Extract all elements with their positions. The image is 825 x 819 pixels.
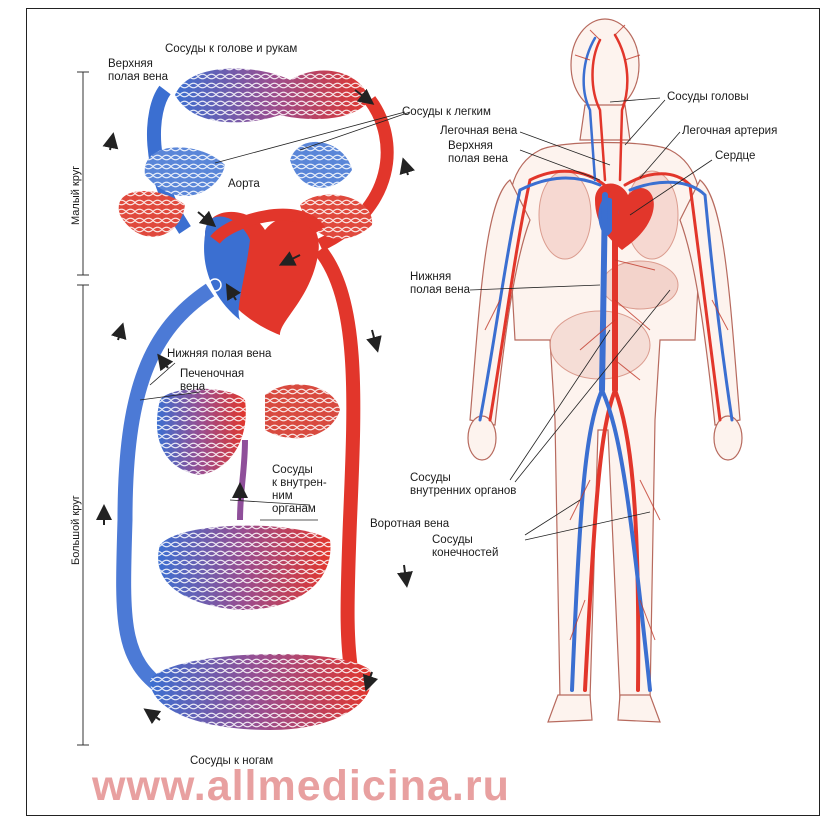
label-head-vessels: Сосуды головы: [667, 91, 749, 103]
label-inferior-vena-cava-left: Нижняя полая вена: [167, 348, 272, 360]
heart-schematic: [193, 212, 320, 335]
label-head-arm-vessels: Сосуды к голове и рукам: [165, 43, 297, 55]
label-pulmonary-artery: Легочная артерия: [682, 125, 777, 137]
watermark-text: www.allmedicina.ru: [91, 762, 510, 810]
label-portal-vein: Воротная вена: [370, 518, 450, 530]
liver-capillaries: [157, 384, 340, 475]
label-aorta: Аорта: [228, 178, 260, 190]
label-heart: Сердце: [715, 150, 755, 162]
internal-organ-capillaries: [158, 526, 330, 610]
leg-capillaries: [150, 654, 372, 730]
label-small-circle: Малый круг: [70, 166, 82, 225]
label-lung-vessels: Сосуды к легким: [402, 106, 491, 118]
head-arm-capillaries: [175, 69, 370, 123]
label-pulmonary-vein: Легочная вена: [440, 125, 518, 137]
descending-aorta-vessel: [320, 250, 355, 690]
portal-vein-vessel: [240, 440, 245, 520]
left-schematic: [77, 69, 410, 745]
label-big-circle: Большой круг: [70, 495, 82, 565]
